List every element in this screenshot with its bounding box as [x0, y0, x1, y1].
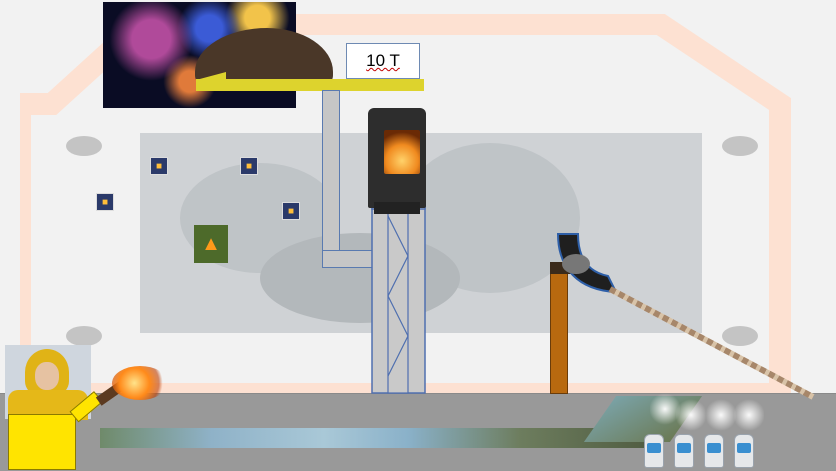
gas-canister-icon[interactable]: [674, 434, 694, 468]
wall-hole: [66, 326, 102, 346]
campfire-icon[interactable]: ▲: [194, 225, 228, 263]
steam-icon: [706, 398, 736, 432]
flame-icon: [112, 366, 168, 400]
wall-hole: [722, 136, 758, 156]
pipe-vertical[interactable]: [322, 90, 340, 268]
yellow-shelf[interactable]: [196, 79, 424, 91]
steam-icon: [734, 398, 764, 432]
wall-hole: [66, 136, 102, 156]
stove-fire-window: [384, 130, 420, 174]
gas-canister-icon[interactable]: [704, 434, 724, 468]
gas-canister-icon[interactable]: [734, 434, 754, 468]
sticker-icon[interactable]: ■: [240, 157, 258, 175]
sticker-icon[interactable]: ■: [150, 157, 168, 175]
weight-label: 10 T: [366, 51, 400, 70]
steam-icon: [650, 392, 680, 426]
wall-hole: [722, 326, 758, 346]
weight-label-box[interactable]: 10 T: [346, 43, 420, 79]
yellow-block[interactable]: [8, 414, 76, 470]
oil-stream: [100, 428, 660, 448]
sticker-icon[interactable]: ■: [96, 193, 114, 211]
sticker-icon[interactable]: ■: [282, 202, 300, 220]
steam-icon: [676, 398, 706, 432]
pipe-horizontal[interactable]: [322, 250, 374, 268]
person-face: [35, 362, 59, 390]
gas-canister-icon[interactable]: [644, 434, 664, 468]
stove-base: [374, 202, 420, 214]
lattice-tower[interactable]: [371, 196, 426, 394]
shelf-tip: [196, 72, 226, 80]
